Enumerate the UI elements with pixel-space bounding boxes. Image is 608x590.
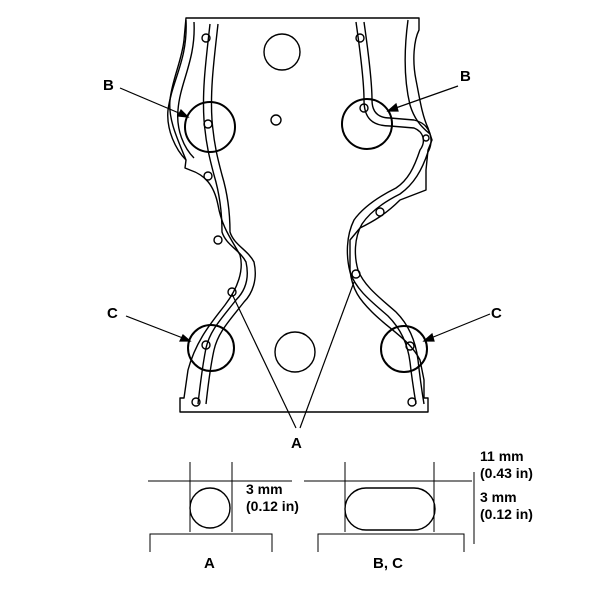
detail-circles bbox=[184, 98, 428, 373]
bead-round-a bbox=[189, 487, 231, 529]
callout-c-left: C bbox=[107, 305, 118, 322]
dim-a-in: (0.12 in) bbox=[246, 498, 299, 514]
detail-circle-b-right bbox=[341, 98, 393, 150]
callout-a: A bbox=[291, 435, 302, 452]
base-bracket-bc bbox=[317, 533, 465, 552]
bead-profile-details bbox=[148, 462, 475, 552]
detail-circle-c-right bbox=[380, 325, 428, 373]
caption-a: A bbox=[204, 555, 215, 572]
left-rib bbox=[167, 19, 187, 161]
dim-bc-height-mm: 3 mm bbox=[480, 489, 517, 505]
dim-bc-height-in: (0.12 in) bbox=[480, 506, 533, 522]
dim-bc-width-mm: 11 mm bbox=[480, 448, 524, 464]
left-gasket-channel-outer bbox=[197, 23, 248, 405]
caption-bc: B, C bbox=[373, 555, 403, 572]
dim-a-mm: 3 mm bbox=[246, 481, 283, 497]
detail-circle-b-left bbox=[184, 101, 236, 153]
dim-bc-width-in: (0.43 in) bbox=[480, 465, 533, 481]
callout-b-left: B bbox=[103, 77, 114, 94]
lower-round-port bbox=[274, 331, 316, 373]
small-port bbox=[270, 114, 282, 126]
right-gasket-channel-inner bbox=[354, 21, 432, 405]
left-gasket-channel-inner bbox=[205, 23, 256, 405]
chain-case-drawing bbox=[167, 17, 433, 413]
right-rib bbox=[404, 19, 431, 135]
upper-round-port bbox=[263, 33, 301, 71]
detail-circle-c-left bbox=[187, 324, 235, 372]
callout-c-right: C bbox=[491, 305, 502, 322]
leader-arrows bbox=[119, 85, 491, 429]
callout-b-right: B bbox=[460, 68, 471, 85]
base-bracket-a bbox=[149, 533, 273, 552]
bead-oval-bc bbox=[344, 487, 436, 531]
case-outline bbox=[169, 17, 433, 413]
right-gasket-channel-outer bbox=[346, 21, 425, 405]
